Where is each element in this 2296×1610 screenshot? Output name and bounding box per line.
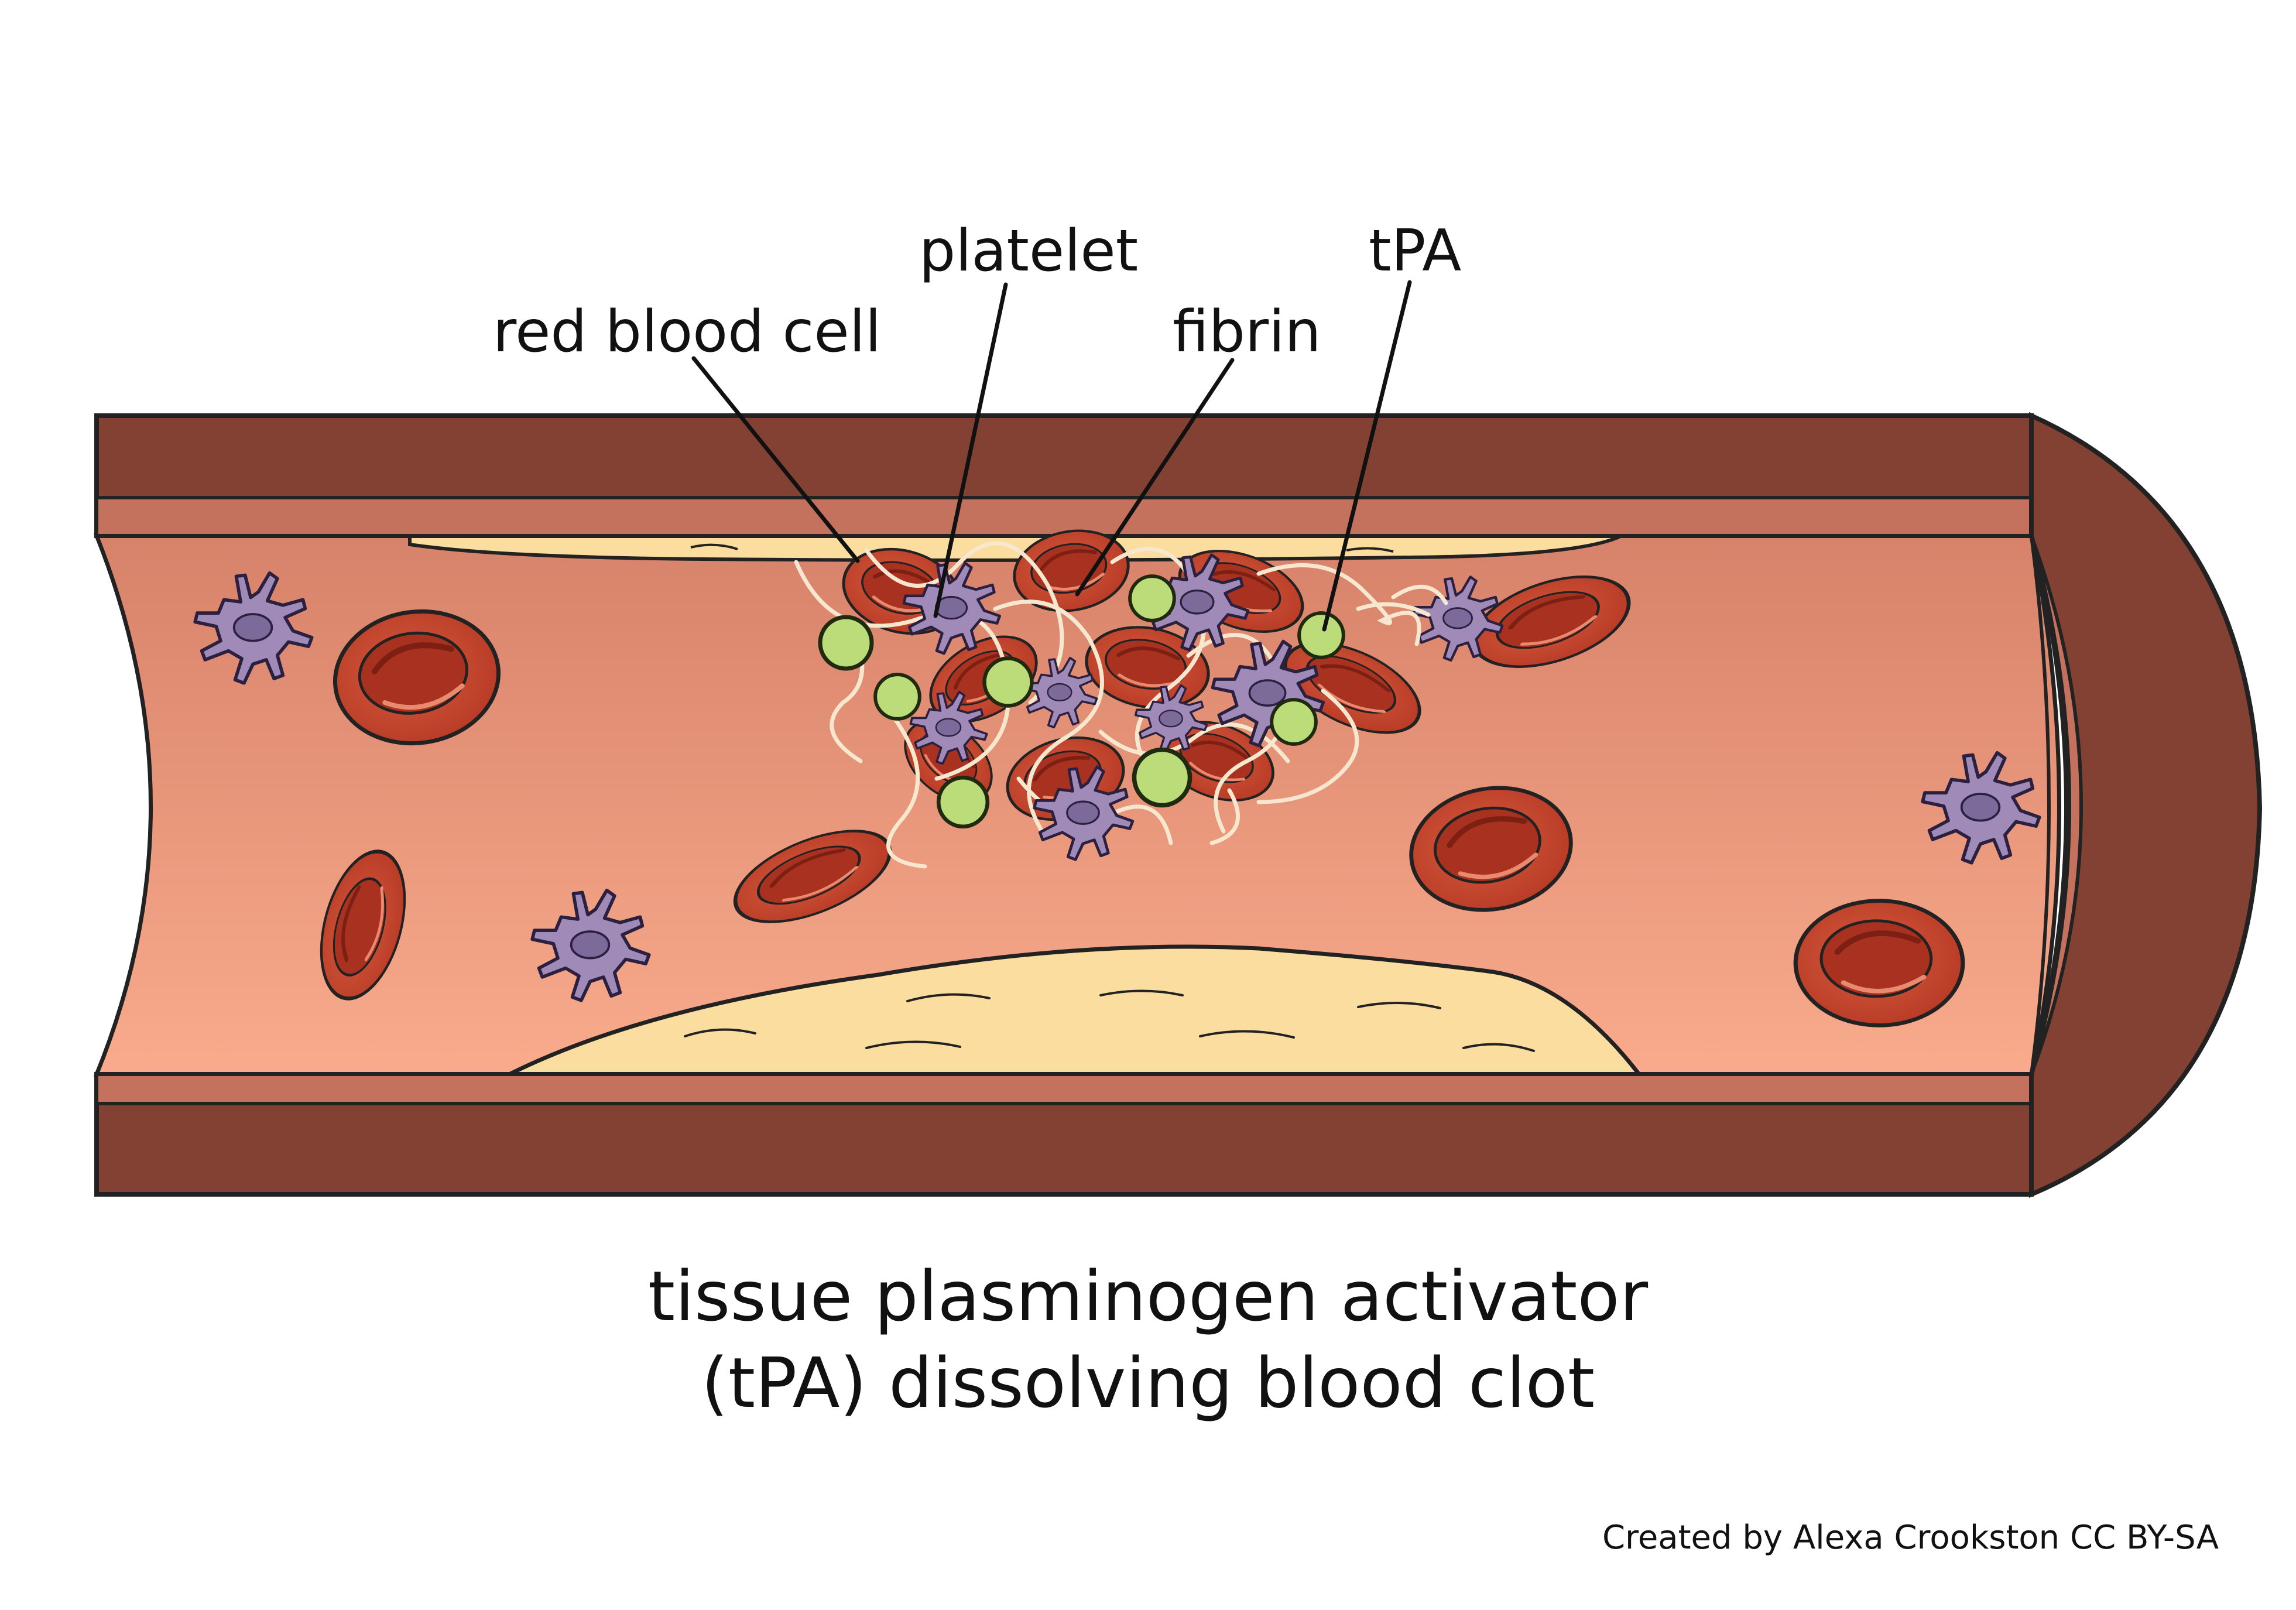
fibrin-strand-icon bbox=[864, 541, 1064, 705]
tpa-molecule-icon bbox=[1272, 700, 1316, 744]
tpa-molecule-icon bbox=[875, 674, 920, 719]
red-blood-cell-icon bbox=[1795, 901, 1963, 1026]
fibrin-strand-icon bbox=[1209, 602, 1431, 845]
label-leader-lines bbox=[691, 280, 1412, 632]
leader-fibrin bbox=[1075, 358, 1235, 597]
label-tpa: tPA bbox=[1369, 218, 1461, 285]
diagram-labels: red blood cell platelet fibrin tPA bbox=[493, 218, 1461, 365]
fibrin-strand-icon bbox=[993, 600, 1104, 834]
tpa-molecule-icon bbox=[938, 777, 988, 827]
tpa-molecule-icon bbox=[1134, 749, 1190, 805]
leader-red-blood-cell bbox=[691, 356, 860, 563]
caption-line-1: tissue plasminogen activator bbox=[648, 1256, 1649, 1337]
fibrin-strand-icon bbox=[1391, 584, 1448, 605]
caption-line-2: (tPA) dissolving blood clot bbox=[701, 1342, 1595, 1423]
leader-platelet bbox=[933, 282, 1008, 618]
label-platelet: platelet bbox=[919, 218, 1138, 285]
vessel-wall-end bbox=[2029, 412, 2263, 1198]
fibrin-strand-icon bbox=[1256, 688, 1359, 804]
label-fibrin: fibrin bbox=[1173, 299, 1321, 365]
leader-tpa bbox=[1322, 280, 1412, 632]
plaque-deposit-bottom bbox=[508, 944, 1644, 1077]
tpa-molecule-icon bbox=[985, 659, 1032, 706]
blood-clot bbox=[794, 522, 1448, 869]
fibrin-strand-icon bbox=[886, 718, 927, 869]
tpa-molecule-icon bbox=[820, 617, 872, 669]
label-red-blood-cell: red blood cell bbox=[493, 299, 881, 365]
fibrin-strand-icon bbox=[1256, 563, 1421, 646]
figure-caption: tissue plasminogen activator (tPA) disso… bbox=[648, 1256, 1649, 1423]
tpa-molecule-icon bbox=[1130, 576, 1174, 621]
tpa-molecule-icon bbox=[1299, 613, 1344, 657]
credit-text: Created by Alexa Crookston CC BY-SA bbox=[1602, 1519, 2219, 1557]
